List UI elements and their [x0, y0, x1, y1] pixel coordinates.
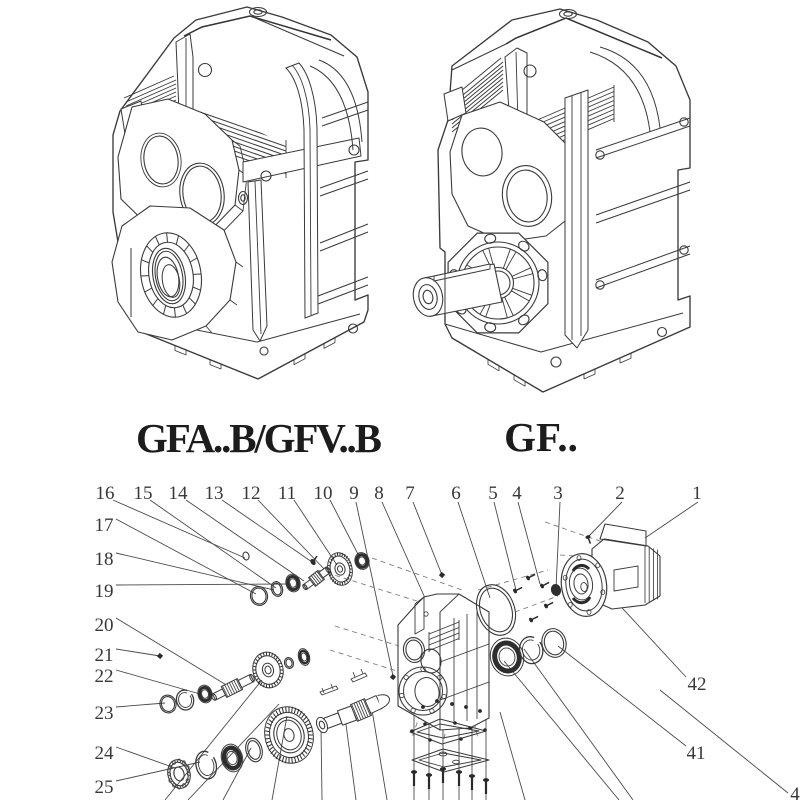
- svg-text:12: 12: [242, 483, 261, 504]
- svg-text:14: 14: [169, 483, 189, 504]
- svg-text:7: 7: [405, 483, 415, 504]
- svg-text:42: 42: [688, 674, 707, 695]
- svg-text:4: 4: [512, 483, 522, 504]
- svg-text:4: 4: [790, 784, 800, 800]
- svg-text:GFA..B/GFV..B: GFA..B/GFV..B: [136, 415, 382, 461]
- svg-text:25: 25: [95, 777, 114, 798]
- svg-text:1: 1: [692, 483, 702, 504]
- svg-text:2: 2: [615, 483, 625, 504]
- svg-text:GF..: GF..: [504, 414, 578, 460]
- svg-text:3: 3: [553, 483, 563, 504]
- svg-text:18: 18: [95, 549, 114, 570]
- svg-text:5: 5: [488, 483, 498, 504]
- svg-text:9: 9: [349, 483, 359, 504]
- svg-text:6: 6: [451, 483, 461, 504]
- svg-text:21: 21: [95, 645, 114, 666]
- svg-text:20: 20: [95, 615, 114, 636]
- svg-text:10: 10: [314, 483, 333, 504]
- svg-text:8: 8: [374, 483, 384, 504]
- svg-text:13: 13: [205, 483, 224, 504]
- svg-text:16: 16: [96, 483, 115, 504]
- svg-text:41: 41: [687, 743, 706, 764]
- svg-text:22: 22: [95, 666, 114, 687]
- svg-text:19: 19: [95, 581, 114, 602]
- svg-text:24: 24: [95, 743, 115, 764]
- svg-text:15: 15: [134, 483, 153, 504]
- svg-text:17: 17: [95, 515, 114, 536]
- svg-text:23: 23: [95, 703, 114, 724]
- svg-text:11: 11: [278, 483, 296, 504]
